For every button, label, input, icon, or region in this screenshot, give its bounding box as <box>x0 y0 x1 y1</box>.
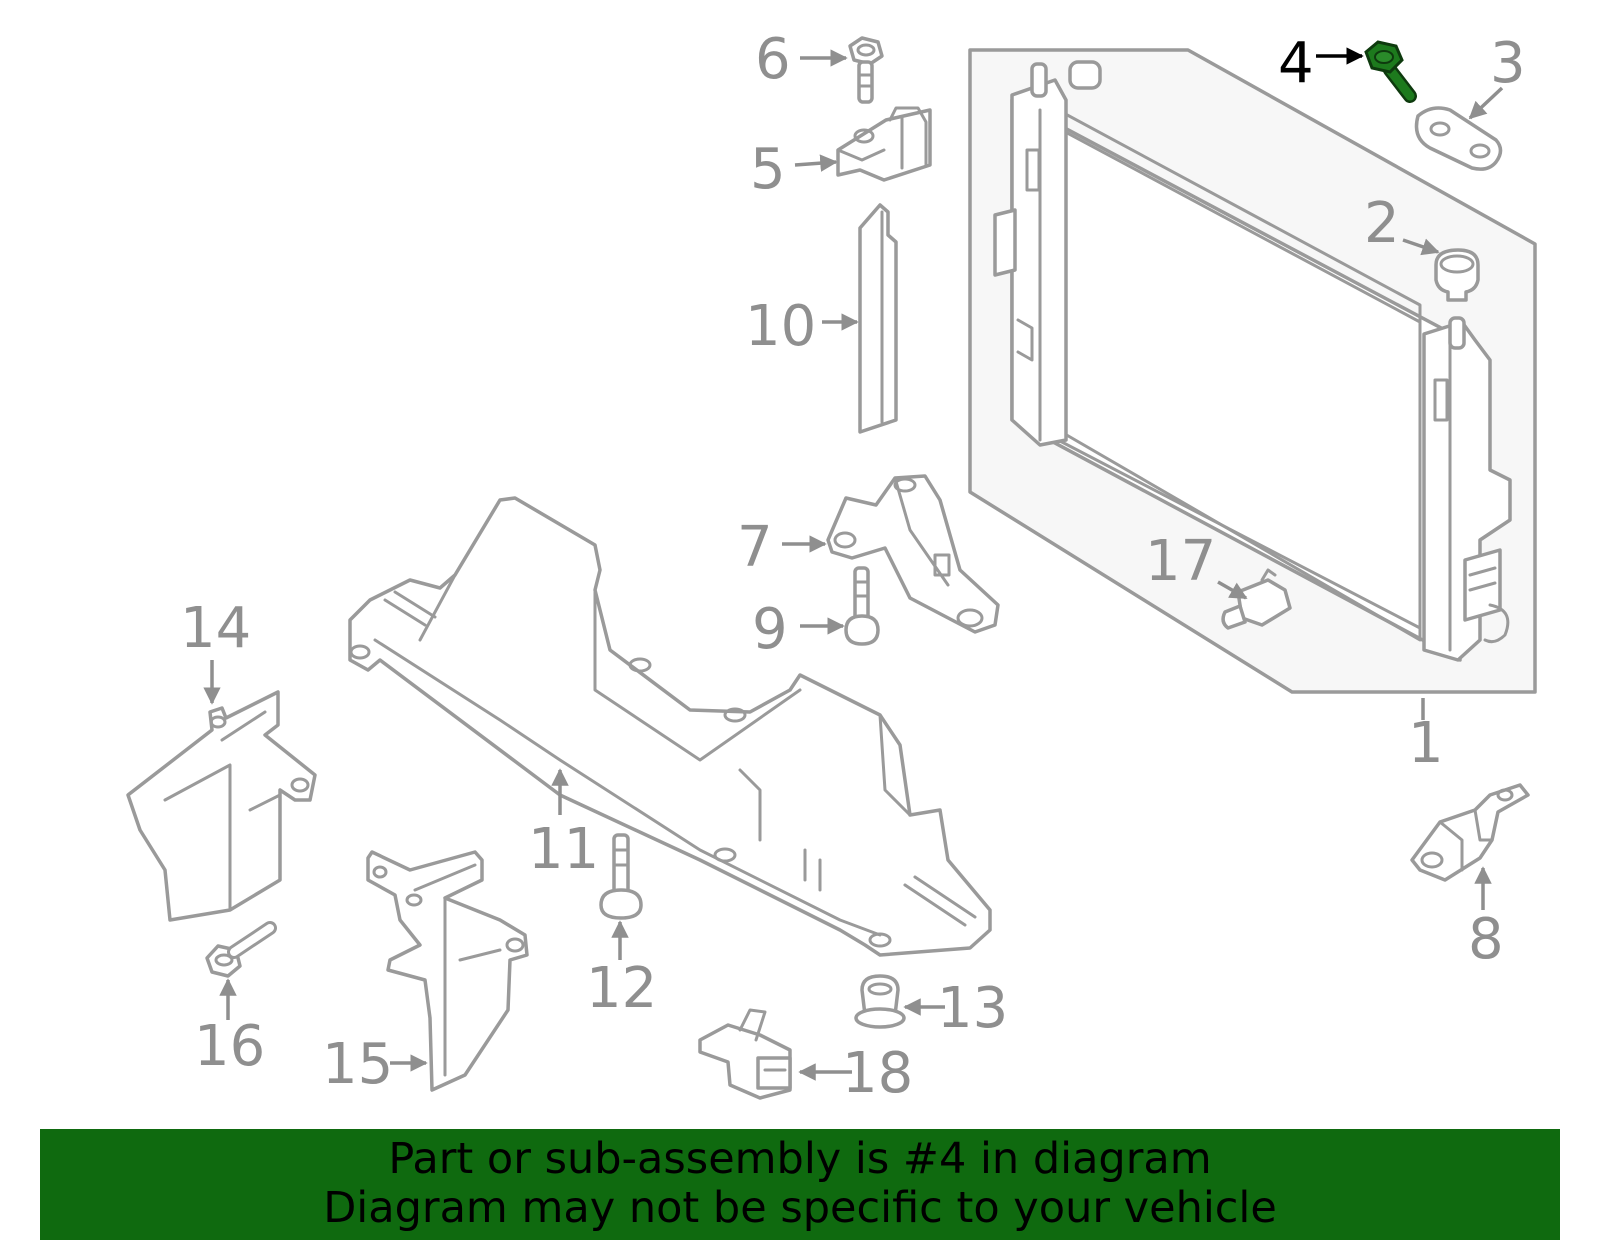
callout-12: 12 <box>586 956 657 1021</box>
part-3-bracket <box>1414 106 1503 171</box>
callout-3: 3 <box>1490 31 1526 96</box>
callout-2: 2 <box>1364 191 1400 256</box>
callout-11: 11 <box>528 817 599 882</box>
callout-16: 16 <box>194 1014 265 1079</box>
callout-17: 17 <box>1145 529 1216 594</box>
part-12-bolt <box>599 833 643 920</box>
leader-2 <box>1402 238 1440 256</box>
part-15-side-guide <box>366 850 529 1092</box>
part-17-sensor <box>1221 568 1292 630</box>
part-6-bolt <box>848 36 884 104</box>
leader-3 <box>1468 86 1504 120</box>
callout-4: 4 <box>1278 31 1314 96</box>
part-2-grommet <box>1434 248 1480 302</box>
part-11-air-deflector <box>348 496 992 957</box>
part-4-bolt-highlighted <box>1364 40 1417 103</box>
part-10-seal-strip <box>858 203 898 434</box>
callout-10: 10 <box>745 294 816 359</box>
part-13-grommet <box>854 974 906 1029</box>
callout-8: 8 <box>1468 907 1504 972</box>
part-1-radiator <box>968 48 1537 694</box>
callout-9: 9 <box>752 597 788 662</box>
leader-lines <box>203 47 1504 1081</box>
part-8-bracket <box>1410 783 1530 882</box>
part-7-bracket <box>826 474 1000 634</box>
leader-17 <box>1217 580 1248 600</box>
leader-5 <box>794 154 838 172</box>
callout-13: 13 <box>937 976 1008 1041</box>
callout-1: 1 <box>1408 711 1444 776</box>
banner-part-text: Part or sub-assembly is #4 in diagram <box>388 1134 1212 1184</box>
part-9-bolt <box>844 566 880 646</box>
callout-14: 14 <box>180 596 251 661</box>
callout-6: 6 <box>755 27 791 92</box>
callout-labels: 1 2 3 4 5 6 7 8 9 10 11 12 13 14 15 16 1… <box>180 27 1526 1106</box>
callout-18: 18 <box>842 1041 913 1106</box>
callout-7: 7 <box>737 515 773 580</box>
part-18-connector <box>698 1008 792 1100</box>
part-14-side-guide <box>126 690 317 922</box>
callout-15: 15 <box>322 1032 393 1097</box>
banner-disclaimer-text: Diagram may not be specific to your vehi… <box>323 1183 1277 1233</box>
info-banner: Part or sub-assembly is #4 in diagram Di… <box>40 1129 1560 1240</box>
callout-5: 5 <box>750 137 786 202</box>
part-16-bolt <box>205 921 277 978</box>
part-5-clip <box>836 106 932 182</box>
